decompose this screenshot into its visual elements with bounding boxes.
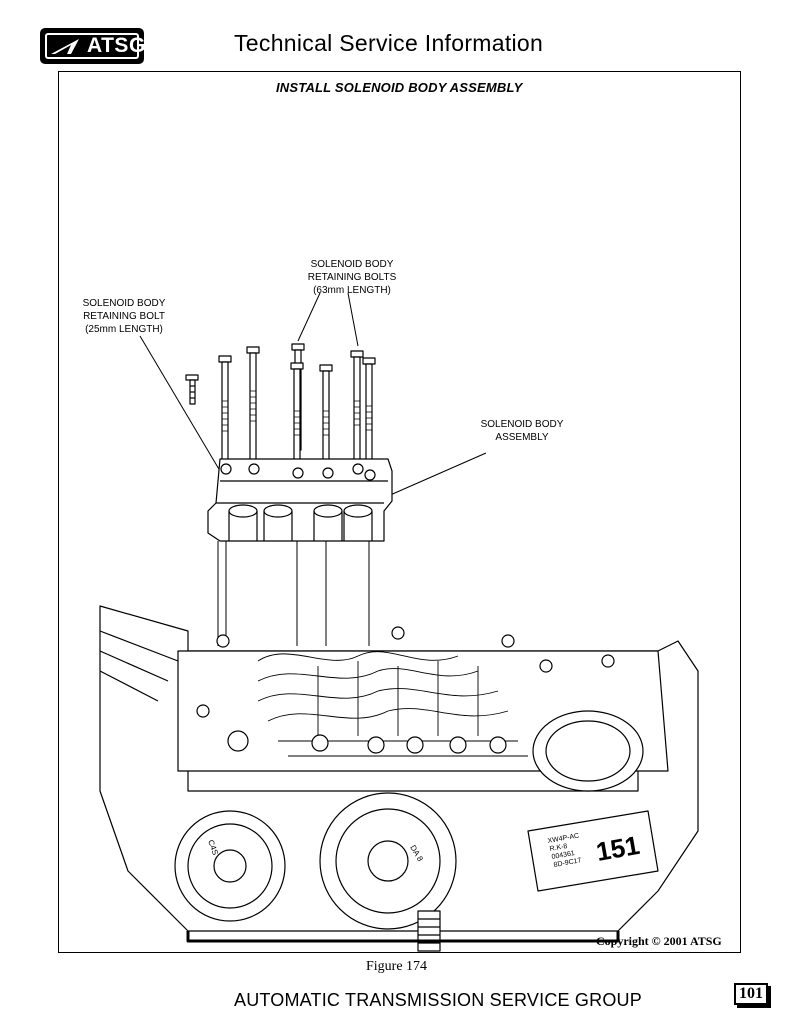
callout-line: SOLENOID BODY — [82, 298, 166, 309]
servo-covers — [174, 792, 457, 930]
page-number: 101 — [734, 983, 768, 1005]
logo-emblem-icon — [51, 39, 79, 54]
callout-line: (25mm LENGTH) — [85, 324, 163, 335]
figure-caption: Figure 174 — [366, 959, 428, 974]
callout-line: ASSEMBLY — [495, 432, 549, 443]
callout-25mm-bolt: SOLENOID BODY RETAINING BOLT (25mm LENGT… — [68, 297, 180, 336]
callout-solenoid-body-assembly: SOLENOID BODY ASSEMBLY — [470, 418, 574, 444]
footer-title: AUTOMATIC TRANSMISSION SERVICE GROUP — [234, 990, 642, 1010]
tag-number: 151 — [594, 830, 642, 867]
callout-line: RETAINING BOLT — [83, 311, 165, 322]
leader-lines — [139, 292, 487, 497]
callout-line: SOLENOID BODY — [480, 419, 564, 430]
figure-title: INSTALL SOLENOID BODY ASSEMBLY — [276, 80, 523, 95]
atsg-logo: ATSG — [40, 28, 146, 64]
figure-frame — [58, 71, 741, 953]
callout-line: SOLENOID BODY — [310, 259, 394, 270]
transmission-case — [99, 605, 699, 952]
callout-line: (63mm LENGTH) — [313, 285, 391, 296]
transmission-illustration: 151 XW4P-AC R.K-8 004361 8D-9C17 C4S DA … — [99, 292, 699, 952]
page-title: Technical Service Information — [234, 30, 544, 56]
logo-text: ATSG — [87, 34, 146, 57]
callout-line: RETAINING BOLTS — [307, 272, 397, 283]
tag-line-4: 8D-9C17 — [553, 857, 582, 869]
tag-line-3: 004361 — [551, 850, 575, 861]
solenoid-body-assembly — [207, 458, 393, 542]
alignment-lines — [217, 541, 370, 646]
copyright-notice: Copyright © 2001 ATSG — [596, 934, 722, 948]
tag-line-2: R.K-8 — [549, 843, 568, 853]
callout-63mm-bolts: SOLENOID BODY RETAINING BOLTS (63mm LENG… — [292, 258, 412, 297]
